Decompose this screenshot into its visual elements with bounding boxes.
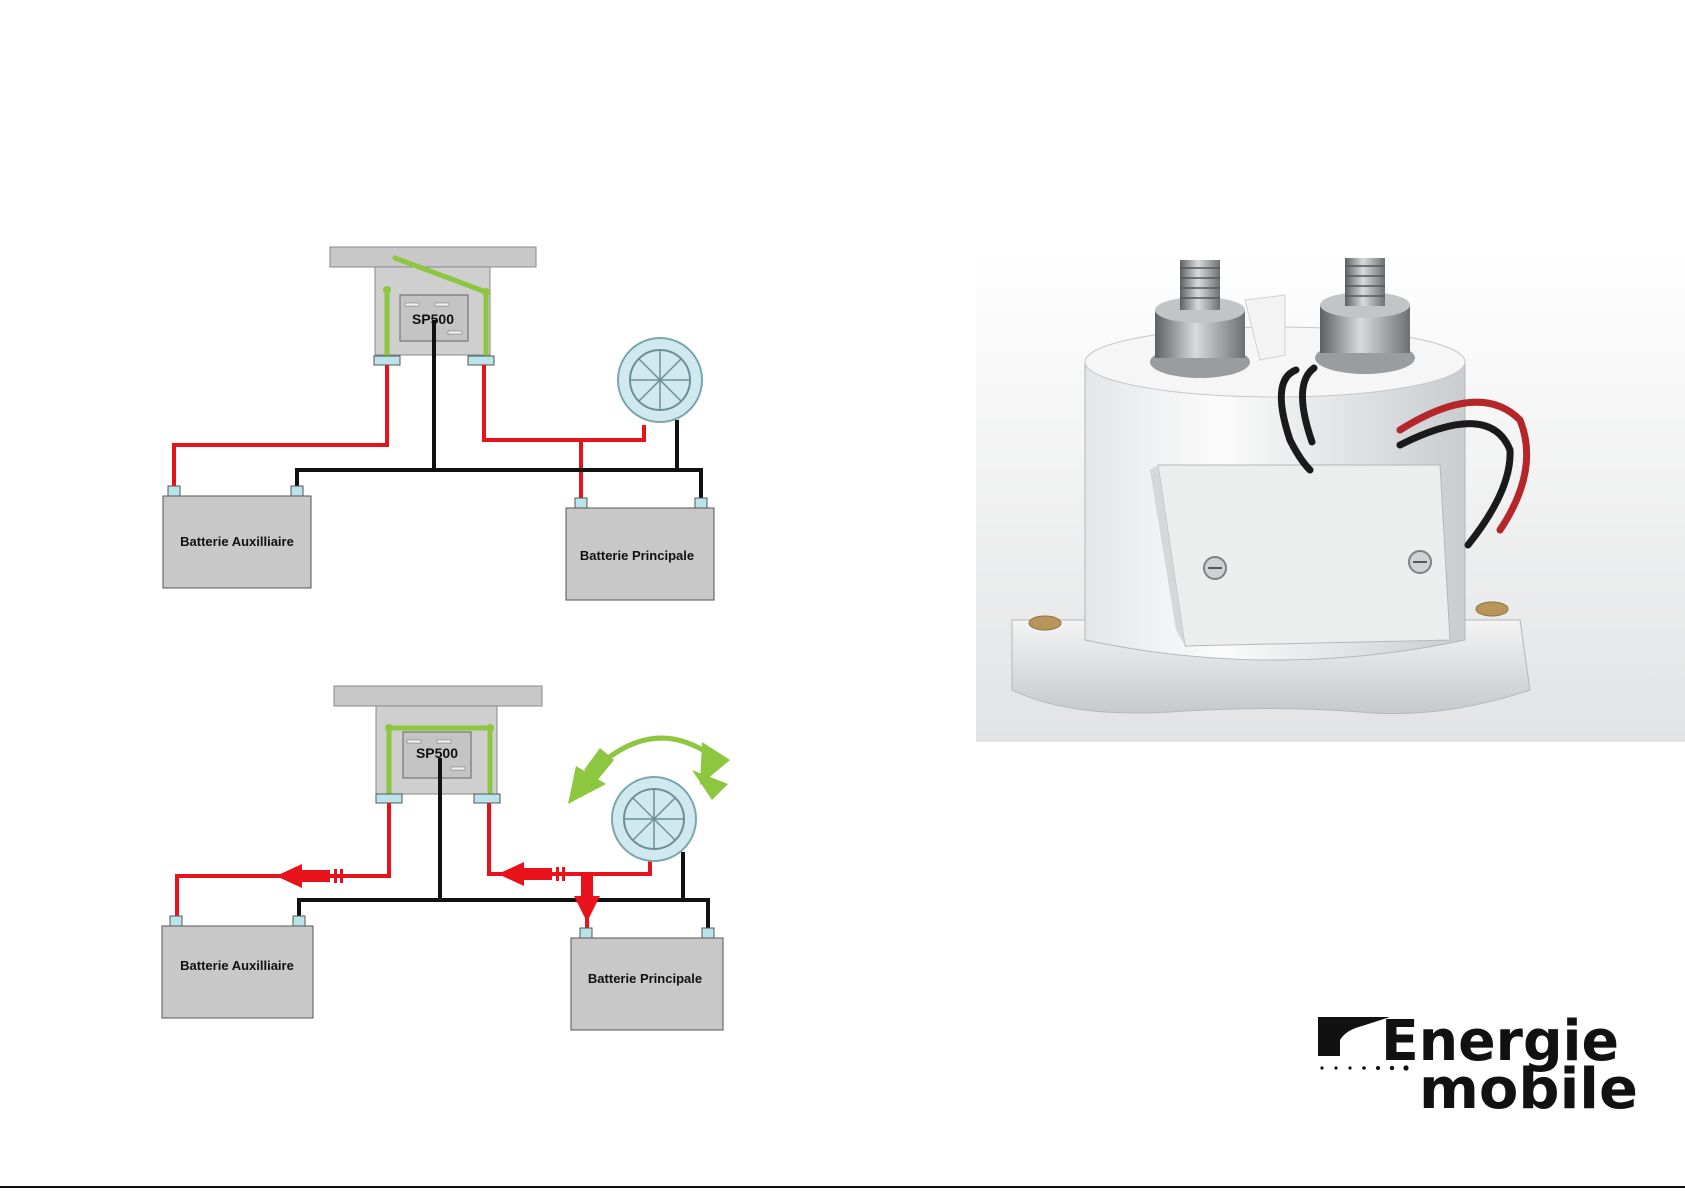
battery-terminal <box>291 486 303 496</box>
mounting-plate <box>330 247 536 267</box>
battery-terminal <box>575 498 587 508</box>
page-bottom-rule <box>0 1186 1685 1188</box>
battery-terminal <box>580 928 592 938</box>
logo-leaf-icon <box>1318 1017 1390 1056</box>
logo-line-2: mobile <box>1419 1057 1638 1122</box>
battery-terminal <box>170 916 182 926</box>
current-flow-arrow-icon <box>574 874 600 922</box>
aux-battery-label: Batterie Auxilliaire <box>180 534 294 549</box>
bottom-wiring-diagram: SP500 <box>162 686 730 1030</box>
relay-label: SP500 <box>416 745 458 761</box>
relay-terminal <box>474 794 500 803</box>
positive-wires <box>174 365 644 498</box>
alternator-icon <box>618 338 702 422</box>
product-photo <box>976 250 1685 742</box>
main-battery-label: Batterie Principale <box>580 548 694 563</box>
brand-logo: Energie mobile <box>1318 1009 1638 1122</box>
top-wiring-diagram: SP500 <box>163 247 714 600</box>
alternator-icon <box>612 777 696 861</box>
battery-terminal <box>293 916 305 926</box>
battery-terminal <box>695 498 707 508</box>
relay-terminal <box>468 356 494 365</box>
mounting-plate <box>334 686 542 706</box>
main-battery: Batterie Principale <box>566 498 714 600</box>
aux-battery-label: Batterie Auxilliaire <box>180 958 294 973</box>
relay-terminal <box>374 356 400 365</box>
aux-battery: Batterie Auxilliaire <box>162 916 313 1018</box>
main-battery: Batterie Principale <box>571 928 723 1030</box>
main-battery-label: Batterie Principale <box>588 971 702 986</box>
relay-terminal <box>376 794 402 803</box>
aux-battery: Batterie Auxilliaire <box>163 486 311 588</box>
positive-wires <box>177 803 650 930</box>
battery-terminal <box>702 928 714 938</box>
battery-terminal <box>168 486 180 496</box>
